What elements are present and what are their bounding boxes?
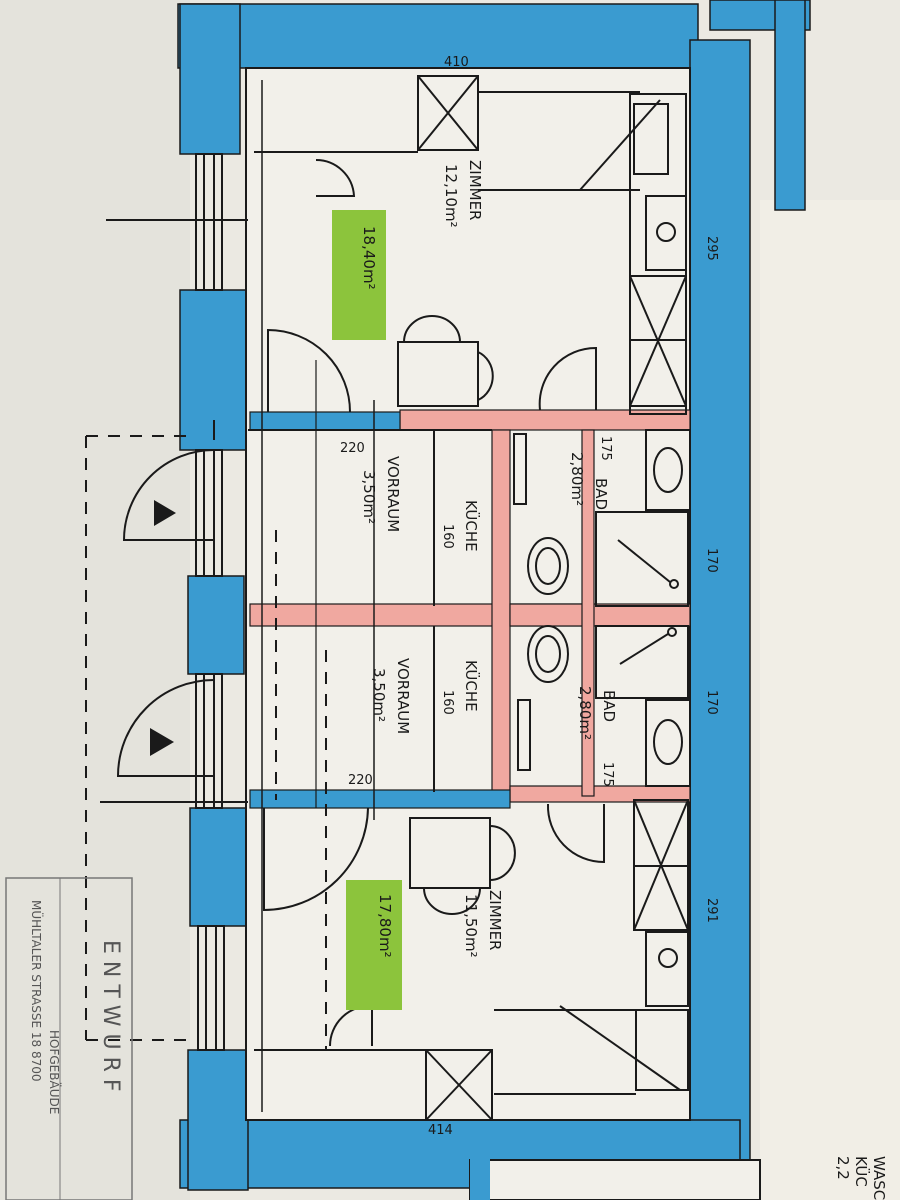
kueche-lower-dim: 160	[440, 690, 455, 715]
inner-wall-upper	[249, 411, 401, 431]
dim-bath-upper-b: 170	[704, 548, 719, 573]
partial-room-line3: 2,2	[834, 1156, 852, 1180]
wall-left-5	[187, 1049, 249, 1191]
door-swing-upper-zimmer	[315, 158, 356, 197]
partial-room-line2: KÜC	[852, 1156, 871, 1187]
kueche-lower-name: KÜCHE	[462, 660, 481, 712]
wall-right	[689, 39, 751, 1161]
stamp-line1: HOFGEBÄUDE	[47, 1030, 62, 1114]
dim-bath-lower-b: 175	[600, 762, 615, 787]
sink-lower	[645, 931, 689, 1007]
stamp-title: E N T W U R F	[98, 940, 123, 1092]
dashed-lines	[85, 435, 327, 1050]
stove-lower	[635, 1009, 689, 1091]
zimmer-lower-total: 17,80m²	[376, 894, 394, 958]
interior-floor	[245, 67, 691, 1121]
stamp-frame	[5, 877, 133, 1200]
zimmer-upper-total: 18,40m²	[360, 226, 378, 290]
chair-upper-a	[403, 315, 461, 343]
partial-room-bottom-right	[469, 1159, 761, 1200]
shower-upper	[595, 511, 689, 607]
inner-wall-lower	[249, 789, 511, 809]
basin-lower	[645, 699, 691, 787]
zimmer-lower-area: 11,50m²	[462, 894, 480, 958]
window-3	[195, 673, 223, 809]
dim-bottom-width: 414	[428, 1123, 453, 1138]
wall-left-3	[187, 575, 245, 675]
partition-vertical-bath	[509, 603, 591, 627]
partition-vertical-upper	[491, 429, 511, 797]
zimmer-upper-name: ZIMMER	[466, 160, 484, 220]
stamp-line2: MÜHLTALER STRASSE 18 8700	[29, 900, 45, 1081]
wall-top	[177, 3, 699, 69]
door-swing-lower-left	[263, 807, 369, 912]
paper-left-sheet	[0, 0, 190, 1200]
entry-door-upper	[122, 449, 215, 541]
bad-upper-name: BAD	[592, 478, 610, 510]
shower-lower	[595, 625, 689, 699]
entry-arrow-upper	[154, 500, 176, 526]
sink-upper	[645, 195, 687, 271]
bad-upper-area: 2,80m²	[568, 452, 586, 506]
window-1	[195, 153, 223, 291]
inner-walls	[249, 411, 511, 809]
toilet-lower	[527, 625, 569, 683]
dimension-ticks	[100, 219, 248, 803]
dim-right-upper: 295	[704, 236, 719, 261]
kueche-upper-dim: 160	[440, 524, 455, 549]
vorraum-upper-area: 3,50m²	[360, 470, 378, 524]
area-mark-lower	[346, 880, 402, 1010]
chair-lower-a	[489, 825, 516, 881]
dim-bath-lower-a: 170	[704, 690, 719, 715]
partition-bath-divider	[581, 429, 595, 797]
zimmer-upper-area: 12,10m²	[442, 164, 460, 228]
bath-upper-shelf	[513, 433, 527, 505]
dim-bath-upper-a: 175	[598, 436, 613, 461]
wall-right-notch-side	[774, 0, 806, 211]
wardrobe-lower	[425, 1049, 493, 1121]
wall-left-1	[179, 3, 241, 155]
door-swing-bath-upper	[538, 346, 597, 411]
bath-lower-shelf	[517, 699, 531, 771]
door-swing-upper-left	[267, 328, 351, 413]
vorraum-lower-name: VORRAUM	[394, 658, 412, 734]
vorraum-lower-area: 3,50m²	[370, 668, 388, 722]
title-stamp: E N T W U R F HOFGEBÄUDE MÜHLTALER STRAS…	[5, 877, 133, 1200]
partial-room-wall	[470, 1158, 490, 1200]
dim-vorraum-lower: 220	[348, 773, 373, 788]
sink-upper-drain	[656, 222, 676, 242]
outer-walls	[177, 0, 811, 1191]
ink-lines	[116, 75, 691, 1121]
entry-arrows	[150, 500, 176, 756]
wall-left-4	[189, 807, 249, 927]
bad-lower-area: 2,80m²	[576, 686, 594, 740]
window-4	[197, 925, 225, 1051]
entry-door-lower	[116, 679, 215, 777]
door-swing-bath-lower	[546, 803, 605, 864]
vorraum-upper-name: VORRAUM	[384, 456, 402, 532]
stove-upper	[633, 103, 669, 175]
kueche-upper-name: KÜCHE	[462, 500, 481, 552]
paper-right-sheet	[760, 200, 900, 1200]
partial-room-line1: WASC	[870, 1156, 888, 1200]
table-lower	[409, 817, 491, 889]
chair-upper-b	[477, 351, 494, 401]
toilet-upper	[527, 537, 569, 595]
chair-lower-b	[423, 887, 481, 915]
bad-lower-name: BAD	[600, 690, 618, 722]
basin-upper	[645, 429, 691, 511]
sink-lower-drain	[658, 948, 678, 968]
entry-arrow-lower	[150, 728, 174, 756]
partitions	[249, 409, 691, 803]
zimmer-lower-name: ZIMMER	[486, 890, 504, 950]
table-upper	[397, 341, 479, 407]
dim-top-width: 410	[444, 55, 469, 70]
dim-right-lower: 291	[704, 898, 719, 923]
area-mark-upper	[332, 210, 386, 340]
dim-vorraum-upper: 220	[340, 441, 365, 456]
windows-left	[195, 153, 225, 1051]
wardrobe-upper	[417, 75, 479, 151]
